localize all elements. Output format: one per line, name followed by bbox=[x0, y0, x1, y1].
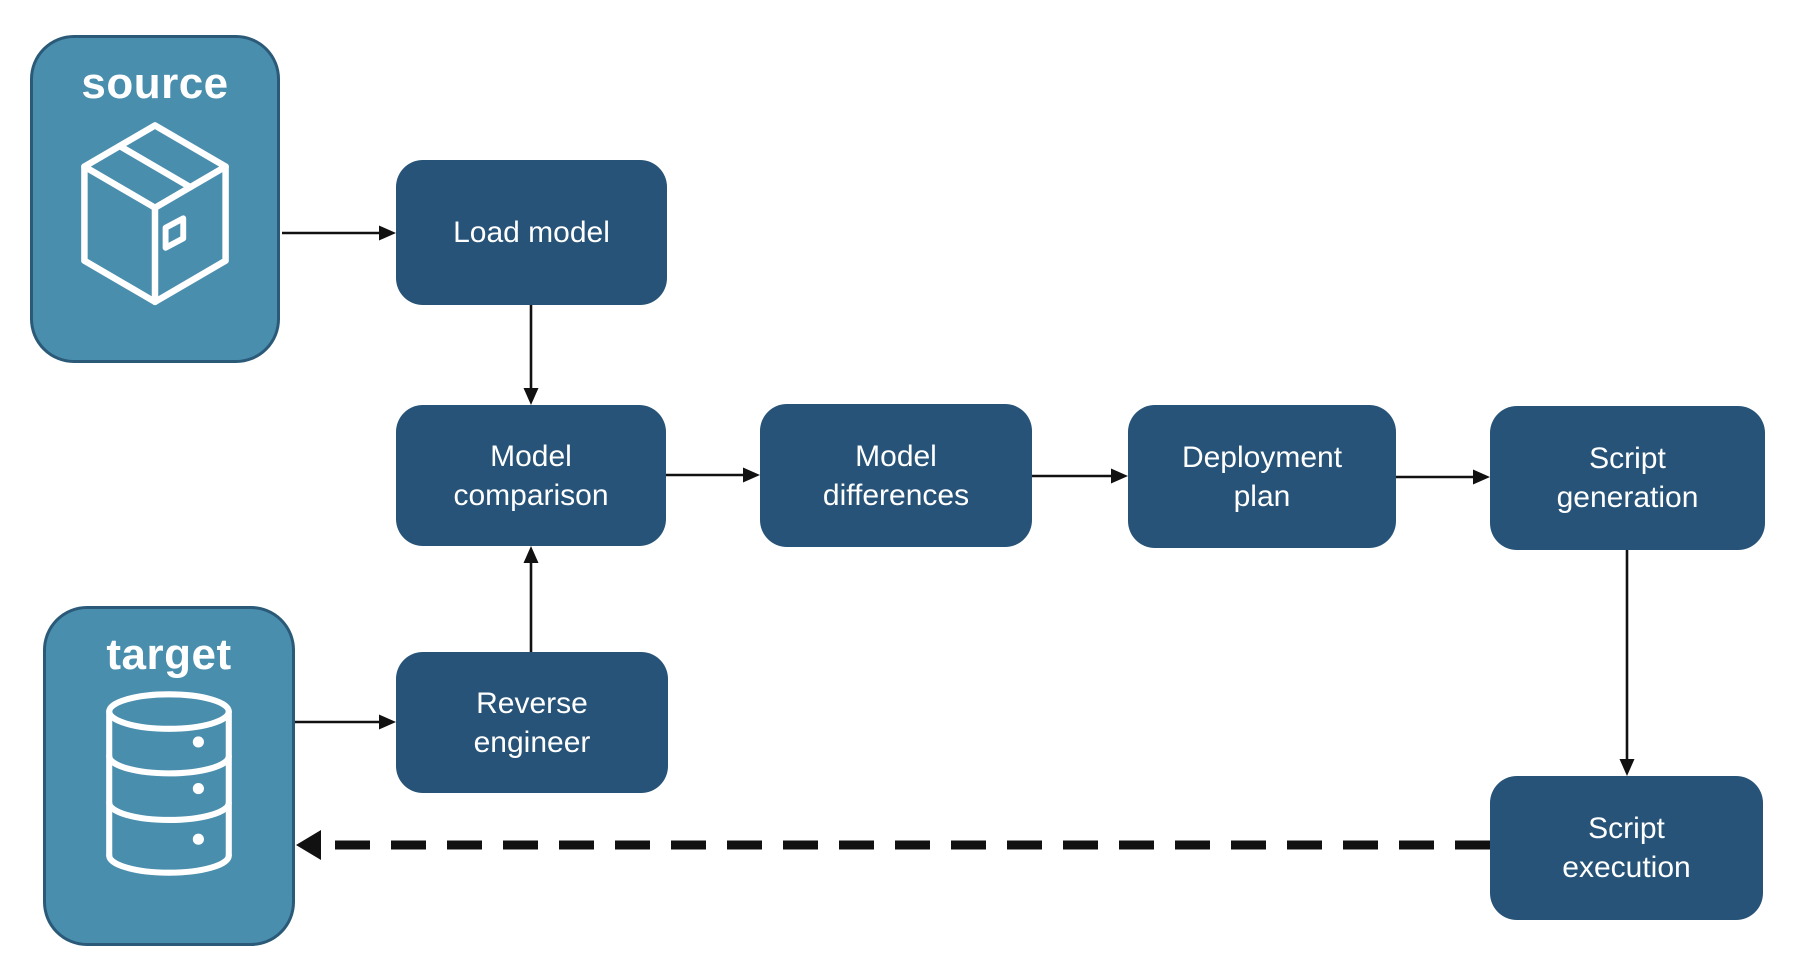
node-script-execution: Script execution bbox=[1490, 776, 1763, 920]
target-container: target bbox=[43, 606, 295, 946]
node-model-differences: Model differences bbox=[760, 404, 1032, 547]
node-label: Script execution bbox=[1562, 812, 1691, 884]
edge-script-generation-to-script-execution bbox=[1619, 550, 1635, 776]
package-icon bbox=[81, 122, 229, 306]
edge-deployment-plan-to-script-generation bbox=[1396, 469, 1490, 485]
node-deployment-plan: Deployment plan bbox=[1128, 405, 1396, 548]
node-label: Load model bbox=[453, 216, 610, 249]
source-label: source bbox=[81, 59, 229, 108]
node-script-generation: Script generation bbox=[1490, 406, 1765, 550]
target-label: target bbox=[106, 630, 232, 679]
edge-reverse-engineer-to-model-comparison bbox=[523, 546, 539, 652]
edge-model-differences-to-deployment-plan bbox=[1032, 468, 1128, 484]
node-label: Deployment plan bbox=[1181, 440, 1343, 513]
edge-model-comparison-to-model-differences bbox=[666, 467, 760, 483]
edge-load-model-to-model-comparison bbox=[523, 305, 539, 405]
database-icon bbox=[106, 691, 232, 877]
node-load-model: Load model bbox=[396, 160, 667, 305]
edge-source-to-load-model bbox=[282, 225, 396, 241]
node-reverse-engineer: Reverse engineer bbox=[396, 652, 668, 793]
node-label: Reverse engineer bbox=[473, 686, 591, 759]
node-label: Script generation bbox=[1556, 442, 1699, 514]
node-label: Model differences bbox=[822, 439, 970, 512]
node-label: Model comparison bbox=[453, 439, 609, 512]
node-model-comparison: Model comparison bbox=[396, 405, 666, 546]
edge-script-execution-to-target bbox=[296, 830, 1490, 860]
edge-target-to-reverse-engineer bbox=[295, 714, 396, 730]
source-container: source bbox=[30, 35, 280, 363]
